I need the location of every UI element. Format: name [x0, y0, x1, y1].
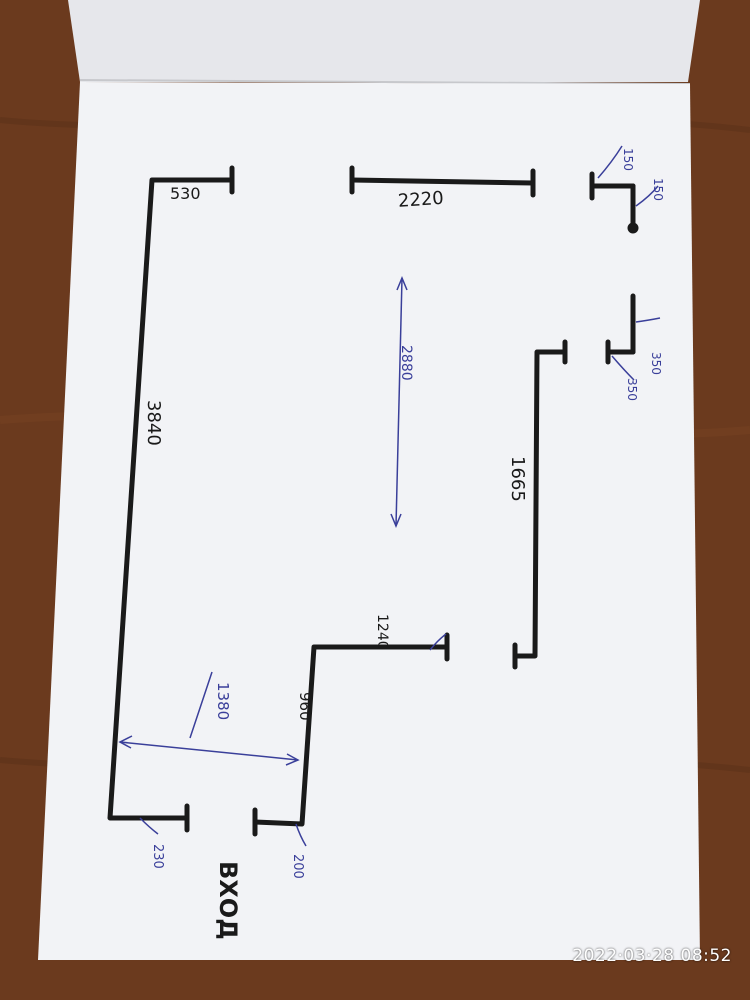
- wall-inner-step: [252, 644, 450, 827]
- dim-350-bottom: 350: [625, 378, 639, 401]
- dim-2880: 2880: [398, 345, 414, 381]
- dim-1240: 1240: [374, 614, 390, 650]
- dim-1380: 1380: [214, 682, 232, 720]
- entrance-label: ВХОД: [214, 861, 242, 940]
- dim-150-side: 150: [651, 178, 665, 201]
- dim-1665: 1665: [507, 456, 528, 502]
- notepad-back-page: [68, 0, 700, 82]
- wall-left: [107, 177, 235, 821]
- photo-timestamp: 2022·03·28 08:52: [572, 946, 732, 966]
- wall-right-l: [605, 293, 636, 365]
- dim-960: 960: [296, 692, 314, 721]
- paper-sheet: [38, 82, 700, 960]
- dim-200: 200: [290, 854, 305, 879]
- dim-2220: 2220: [397, 188, 444, 212]
- dim-3840: 3840: [143, 400, 164, 446]
- wall-top-right-t: [589, 171, 639, 234]
- dim-350-top: 350: [649, 352, 663, 375]
- wall-top: [349, 177, 536, 186]
- dim-150-top: 150: [621, 148, 635, 171]
- dim-530: 530: [170, 184, 201, 203]
- dim-230: 230: [150, 844, 165, 869]
- wall-right-bracket: [512, 349, 568, 659]
- floor-plan-walls: [107, 165, 639, 837]
- dimension-arrows: [118, 145, 661, 847]
